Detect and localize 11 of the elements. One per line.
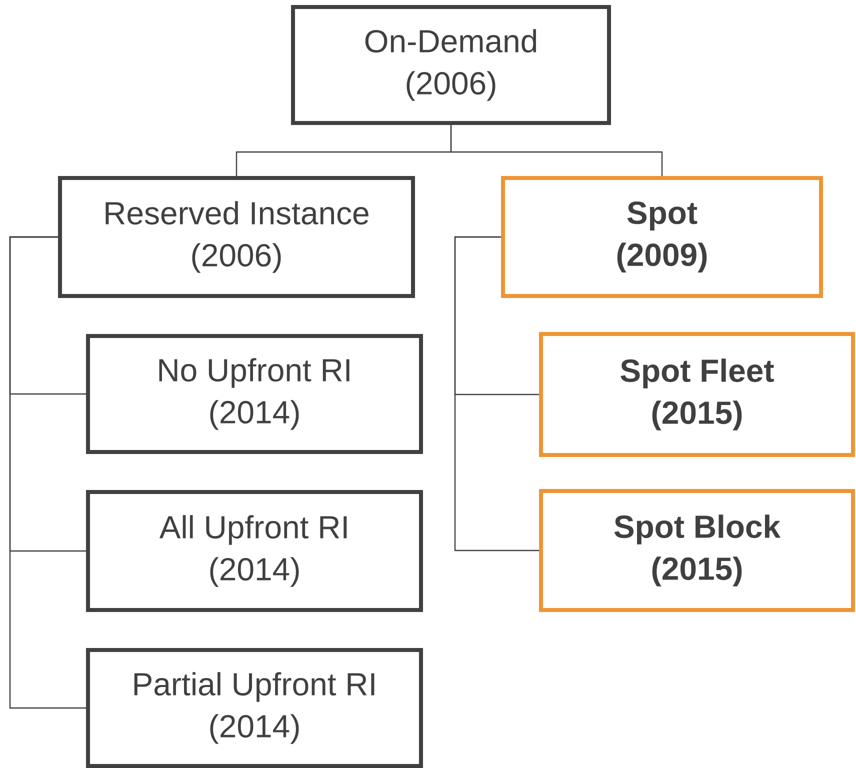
option-box: No Upfront RI (2014) [86,334,423,454]
option-box: All Upfront RI (2014) [86,490,423,612]
option-box: Partial Upfront RI (2014) [86,648,423,768]
connector-line [9,236,86,709]
connector-line [450,125,663,176]
option-box: Spot Block (2015) [539,489,855,612]
option-box: Reserved Instance (2006) [58,176,415,298]
option-box: On-Demand (2006) [291,5,611,125]
connector-line [454,236,539,552]
option-box: Spot (2009) [501,176,823,298]
option-box: Spot Fleet (2015) [539,332,855,457]
